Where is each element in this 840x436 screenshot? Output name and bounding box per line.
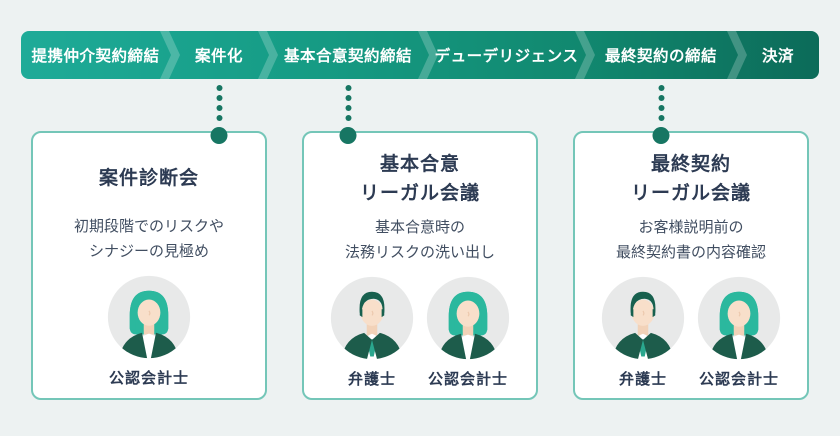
connector-dot-icon <box>658 115 664 121</box>
connector-dot-icon <box>345 95 351 101</box>
card-title: 最終契約リーガル会議 <box>631 151 751 208</box>
female-accountant-avatar-icon <box>107 275 191 359</box>
process-step: 案件化 <box>170 31 268 79</box>
card-title-line: 基本合意 <box>379 154 460 175</box>
male-lawyer-avatar-icon <box>330 276 414 360</box>
card-title-line: リーガル会議 <box>359 182 480 204</box>
connector-dot-icon <box>216 115 222 121</box>
card-description: 基本合意時の法務リスクの洗い出し <box>345 216 495 266</box>
dotted-connector <box>210 85 228 144</box>
member: 弁護士 <box>330 276 414 389</box>
process-step-label: 提携仲介契約締結 <box>31 48 160 65</box>
process-step: 基本合意契約締結 <box>268 31 428 79</box>
member-role-label: 弁護士 <box>618 371 667 388</box>
card-description-line: お客様説明前の <box>638 219 744 236</box>
card-members: 公認会計士 <box>107 275 191 388</box>
process-step-label: 案件化 <box>194 48 243 65</box>
card-title: 案件診断会 <box>99 151 199 207</box>
process-step: 決済 <box>737 31 819 79</box>
connector-dot-icon <box>345 105 351 111</box>
male-lawyer-avatar-icon <box>601 276 685 360</box>
member-role-label: 公認会計士 <box>427 371 508 388</box>
process-step-label: 基本合意契約締結 <box>283 48 412 65</box>
connector-endpoint-icon <box>210 127 228 144</box>
card-description-line: 基本合意時の <box>374 219 465 236</box>
card-members: 弁護士 公認会計士 <box>601 276 781 389</box>
cards-row: 案件診断会初期段階でのリスクやシナジーの見極め 公認会計士基本合意リーガル会議基… <box>0 131 840 400</box>
member-role-label: 弁護士 <box>347 371 396 388</box>
process-step: 提携仲介契約締結 <box>21 31 170 79</box>
member: 公認会計士 <box>426 276 510 389</box>
card-title: 基本合意リーガル会議 <box>360 151 480 208</box>
process-step-label: デューデリジェンス <box>434 48 579 65</box>
card-description-line: シナジーの見極め <box>88 242 209 260</box>
process-card: 案件診断会初期段階でのリスクやシナジーの見極め 公認会計士 <box>31 131 267 400</box>
member-role-label: 公認会計士 <box>108 370 189 387</box>
card-description: 初期段階でのリスクやシナジーの見極め <box>74 215 224 265</box>
female-accountant-avatar-icon <box>426 276 510 360</box>
card-description: お客様説明前の最終契約書の内容確認 <box>616 216 766 266</box>
process-step: 最終契約の締結 <box>585 31 737 79</box>
process-step-label: 最終契約の締結 <box>604 48 717 65</box>
card-description-line: 初期段階でのリスクや <box>73 218 224 235</box>
connector-dot-icon <box>658 95 664 101</box>
card-title-line: 最終契約 <box>650 154 731 175</box>
connector-dot-icon <box>345 115 351 121</box>
connector-endpoint-icon <box>652 127 670 144</box>
connector-endpoint-icon <box>339 127 357 144</box>
connector-dot-icon <box>216 85 222 91</box>
card-title-line: 案件診断会 <box>98 167 199 189</box>
process-step: デューデリジェンス <box>428 31 585 79</box>
member-role-label: 公認会計士 <box>698 371 779 388</box>
connector-dot-icon <box>216 95 222 101</box>
member: 公認会計士 <box>697 276 781 389</box>
process-step-label: 決済 <box>761 48 794 65</box>
member: 公認会計士 <box>107 275 191 388</box>
card-members: 弁護士 公認会計士 <box>330 276 510 389</box>
dotted-connector <box>652 85 670 144</box>
card-title-line: リーガル会議 <box>630 182 751 204</box>
card-description-line: 最終契約書の内容確認 <box>615 243 766 261</box>
connector-dot-icon <box>658 105 664 111</box>
process-card: 基本合意リーガル会議基本合意時の法務リスクの洗い出し 弁護士 公認会計士 <box>302 131 538 400</box>
process-card: 最終契約リーガル会議お客様説明前の最終契約書の内容確認 弁護士 公認会計士 <box>573 131 809 400</box>
connector-dot-icon <box>216 105 222 111</box>
connector-dot-icon <box>658 85 664 91</box>
member: 弁護士 <box>601 276 685 389</box>
card-description-line: 法務リスクの洗い出し <box>344 243 495 261</box>
process-bar: 提携仲介契約締結 案件化 基本合意契約締結 デューデリジェンス 最終契約の締結 決済 <box>21 31 819 79</box>
dotted-connector <box>339 85 357 144</box>
connector-dot-icon <box>345 85 351 91</box>
female-accountant-avatar-icon <box>697 276 781 360</box>
